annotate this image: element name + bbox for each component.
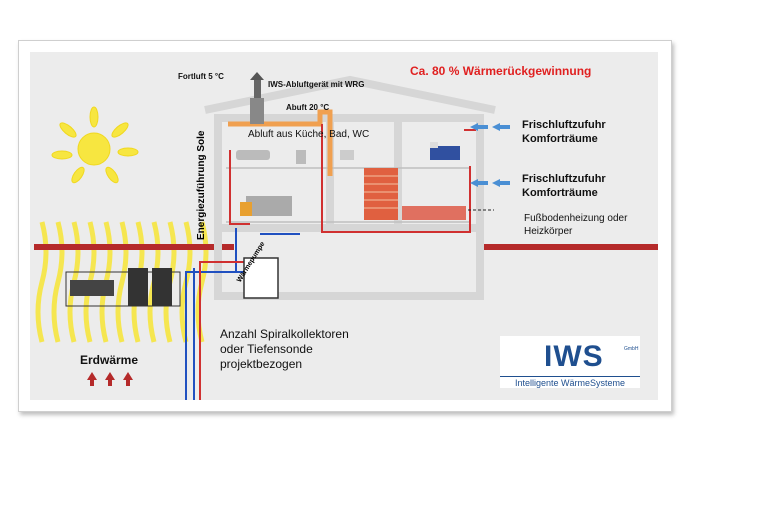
radiator-lines <box>364 175 398 209</box>
iws-device-label: IWS-Abluftgerät mit WRG <box>268 80 365 89</box>
spiral-collectors <box>65 268 181 307</box>
fresh-air-arrows <box>470 123 510 187</box>
floor-heating <box>402 206 466 220</box>
extract-rooms-label: Abluft aus Küche, Bad, WC <box>248 129 370 140</box>
bathroom-fixtures <box>236 150 354 164</box>
radiator-label: Heizkörper <box>524 226 573 237</box>
iws-logo: IWS GmbH Intelligente WärmeSysteme <box>500 336 640 388</box>
supply-pipes-red <box>229 124 476 233</box>
extract-air-temp-label: Abuft 20 °C <box>286 103 330 112</box>
collectors-label-2: oder Tiefensonde <box>220 342 313 356</box>
fresh-air-label-2: Frischluftzufuhr <box>522 173 606 185</box>
logo-subtitle: Intelligente WärmeSysteme <box>500 376 640 388</box>
sun-icon <box>51 106 139 184</box>
earth-heat-label: Erdwärme <box>80 353 139 367</box>
energy-supply-label: Energiezuführung Sole <box>196 130 207 240</box>
return-pipes-blue <box>185 228 300 400</box>
heat-pump <box>243 257 279 299</box>
comfort-rooms-label-2: Komforträume <box>522 187 598 199</box>
collectors-label-3: projektbezogen <box>220 357 303 371</box>
logo-name: IWS <box>544 340 604 373</box>
ground-line-left <box>34 244 234 250</box>
floor-heating-label: Fußbodenheizung oder <box>524 213 628 224</box>
fresh-air-label-1: Frischluftzufuhr <box>522 119 606 131</box>
collectors-label-1: Anzahl Spiralkollektoren <box>220 327 349 341</box>
iws-ventilation-unit <box>250 98 264 124</box>
exhaust-air-duct <box>228 109 333 176</box>
comfort-rooms-label-1: Komforträume <box>522 133 598 145</box>
earth-heat-waves <box>35 221 209 343</box>
kitchen-fixtures <box>240 196 292 216</box>
diagram-title: Ca. 80 % Wärmerückgewinnung <box>410 64 592 78</box>
bedroom-bed <box>430 142 460 160</box>
earth-heat-arrows <box>87 372 133 386</box>
ground-line-right <box>484 244 658 250</box>
exhaust-air-label: Fortluft 5 °C <box>178 72 224 81</box>
radiator <box>364 168 398 220</box>
logo-gmbh: GmbH <box>624 346 639 352</box>
